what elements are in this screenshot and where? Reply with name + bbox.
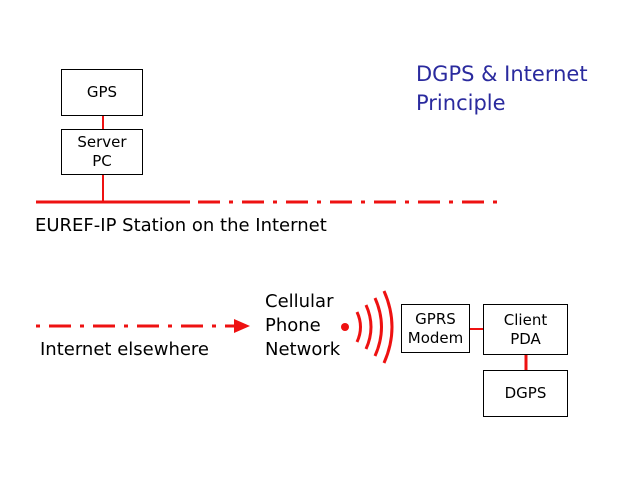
gprs-modem-box: GPRS Modem [401, 304, 470, 353]
gprs-modem-label: GPRS Modem [407, 309, 464, 347]
server-pc-label: Server PC [77, 133, 127, 170]
antenna-dot-icon [341, 323, 349, 331]
radio-wave-icon [373, 297, 383, 357]
radio-wave-icon [355, 311, 362, 343]
server-pc-box: Server PC [61, 129, 143, 175]
gps-label: GPS [86, 83, 118, 101]
arrow-head-icon [234, 319, 250, 333]
diagram-title: DGPS & Internet Principle [416, 62, 588, 115]
cellular-network-label: Cellular Phone Network [265, 291, 341, 360]
gps-box: GPS [61, 69, 143, 116]
radio-wave-icon [382, 290, 394, 364]
dgps-box: DGPS [483, 370, 568, 417]
client-pda-label: Client PDA [503, 310, 548, 348]
radio-wave-icon [364, 304, 373, 350]
dgps-label: DGPS [504, 384, 547, 402]
station-label: EUREF-IP Station on the Internet [35, 215, 327, 236]
internet-elsewhere-label: Internet elsewhere [40, 339, 210, 360]
client-pda-box: Client PDA [483, 304, 568, 355]
